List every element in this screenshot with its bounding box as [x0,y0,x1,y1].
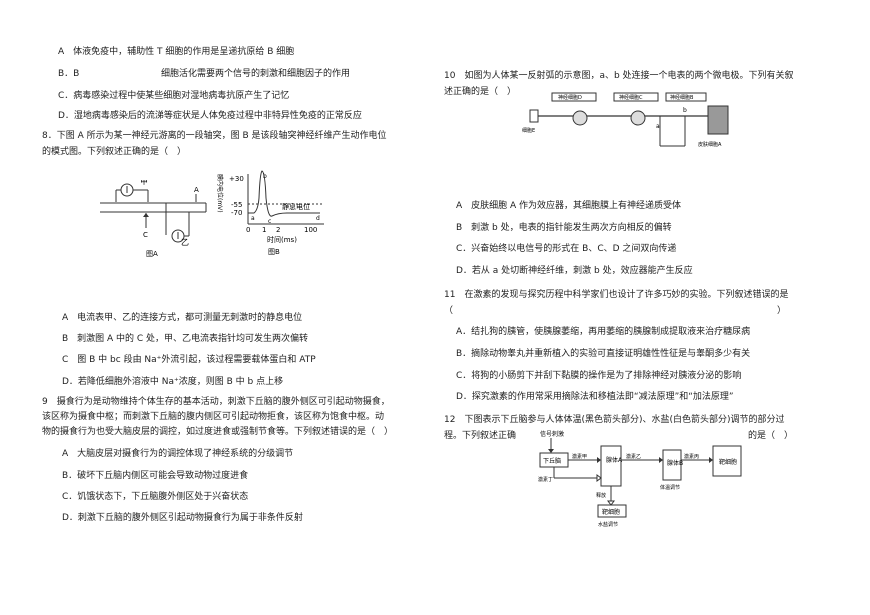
neuron-c: 神经细胞C [613,92,659,126]
skin-a-label: 皮肤细胞A [698,141,722,148]
electrode-a: a [656,123,660,130]
point-c: c [268,218,271,225]
q8-option-c: C 图 B 中 bc 段由 Na⁺外流引起，该过程需要载体蛋白和 ATP [62,355,316,365]
electrode-b: b [683,107,687,114]
q9-option-c: C．饥饿状态下，下丘脑腹外侧区处于兴奋状态 [62,492,249,502]
point-b: b [263,173,267,180]
rest-potential-label: 静息电位 [282,202,310,211]
label-jia: 甲 [140,180,148,186]
q8-option-d: D．若降低细胞外溶液中 Na⁺浓度，则图 B 中 b 点上移 [62,377,284,387]
q9-option-a: A 大脑皮层对摄食行为的调控体现了神经系统的分级调节 [62,449,294,459]
point-d: d [316,215,320,222]
label-yi: 乙 [181,238,189,247]
label-a: A [194,186,199,194]
hormone-bing: 激素丙 [684,453,699,460]
point-a: a [251,215,255,222]
q11-option-b: B．摘除动物睾丸并重新植入的实验可直接证明雄性性征是与睾酮多少有关 [456,349,751,359]
q10-option-b: B 刺激 b 处，电表的指针能发生两次方向相反的偏转 [456,223,672,233]
q10-stem-line2: 述正确的是（ ） [444,87,517,97]
q9-option-b: B．破坏下丘脑内侧区可能会导致动物过度进食 [62,471,249,481]
q10-option-d: D．若从 a 处切断神经纤维，刺激 b 处，效应器能产生反应 [456,266,693,276]
q10-stem-line1: 10 如图为人体某一反射弧的示意图，a、b 处连接一个电表的两个微电极。下列有关… [444,71,794,81]
q10-option-a: A 皮肤细胞 A 作为效应器，其细胞膜上有神经递质受体 [456,201,682,211]
q7-option-c: C．病毒感染过程中使某些细胞对湿地病毒抗原产生了记忆 [58,91,290,101]
release-label: 释放 [596,492,606,499]
hormone-ding: 激素丁 [538,476,553,483]
gland-b: 腺体B [667,459,683,467]
cell-e-label: 细胞E [522,127,535,134]
q8-option-a: A 电流表甲、乙的连接方式，都可测量无刺激时的静息电位 [62,313,303,323]
q9-stem-line2: 该区称为摄食中枢；而刺激下丘脑的腹内侧区可引起动物拒食，该区称为饱食中枢。动 [42,412,385,422]
x-axis-label: 时间(ms) [267,235,297,244]
q8-figure-b: 膜内电位(mV) +30 -55 -70 a b c d 静息电位 0 1 2 … [212,168,332,260]
signal-stimulus: 信号刺激 [540,430,564,438]
target-cell-2: 靶细胞 [602,508,620,516]
q7-option-a: A 体液免疫中，辅助性 T 细胞的作用是呈递抗原给 B 细胞 [58,47,295,57]
y-axis-label: 膜内电位(mV) [216,174,224,213]
q12-stem-line2a: 程。下列叙述正确 [444,431,517,441]
gland-a: 腺体A [606,456,623,464]
q11-option-a: A．结扎狗的胰管，使胰腺萎缩，再用萎缩的胰腺制成提取液来治疗糖尿病 [456,327,751,337]
temperature-regulation: 体温调节 [660,484,680,491]
target-cell-1: 靶细胞 [719,458,737,466]
xtick-100: 100 [304,226,317,234]
hormone-yi: 激素乙 [626,453,641,460]
hypothalamus-box: 下丘脑 [543,457,561,465]
q9-stem-line3: 物的摄食行为也受大脑皮层的调控，如过度进食或强制节食等。下列叙述错误的是（ ） [42,427,394,437]
q12-stem-line1: 12 下图表示下丘脑参与人体体温(黑色箭头部分)、水盐(白色箭头部分)调节的部分… [444,415,785,425]
ytick-70: -70 [231,209,242,217]
ytick-30: +30 [229,175,244,183]
q7-option-b-text: 细胞活化需要两个信号的刺激和细胞因子的作用 [161,69,351,79]
neuron-b: 神经细胞B [665,92,707,102]
svg-text:神经细胞B: 神经细胞B [670,94,694,101]
meter-yi: 乙 [165,203,190,247]
q8-option-b: B 刺激图 A 中的 C 处，甲、乙电流表指针均可发生两次偏转 [62,334,309,344]
figure-b-caption: 图B [268,248,280,256]
svg-text:神经细胞D: 神经细胞D [558,94,582,101]
label-c: C [143,231,148,239]
neuron-d: 神经细胞D [551,92,597,126]
q8-stem-line1: 8．下图 A 所示为某一神经元游离的一段轴突，图 B 是该段轴突神经纤维产生动作… [42,131,387,141]
q7-option-b-prefix: B．B [58,69,80,79]
xtick-2: 2 [276,226,280,234]
figure-a-caption: 图A [146,250,158,258]
q11-option-d: D．探究激素的作用常采用摘除法和移植法即“减法原理”和“加法原理” [456,392,734,402]
xtick-1: 1 [262,226,266,234]
q9-stem-line1: 9 摄食行为是动物维持个体生存的基本活动，刺激下丘脑的腹外侧区可引起动物摄食， [42,397,390,407]
q11-stem-line2: （ ） [444,306,787,316]
q12-stem-line2b: 的是（ ） [748,431,794,441]
q12-flow-diagram: 信号刺激 下丘脑 激素甲 腺体A 激素乙 腺体B 体温调节 激素丙 靶细胞 激素… [534,428,774,530]
svg-text:神经细胞C: 神经细胞C [619,94,643,101]
q7-option-d: D．湿地病毒感染后的流涕等症状是人体免疫过程中非特异性免疫的正常反应 [58,111,362,121]
q8-figure-a: 甲 乙 C A 图A [96,177,226,260]
hormone-jia: 激素甲 [572,453,587,460]
q9-option-d: D．刺激下丘脑的腹外侧区引起动物摄食行为属于非条件反射 [62,513,303,523]
water-salt-regulation: 水盐调节 [598,521,618,528]
q10-option-c: C．兴奋始终以电信号的形式在 B、C、D 之间双向传递 [456,244,677,254]
xtick-0: 0 [246,226,250,234]
q11-option-c: C．将狗的小肠剪下并刮下黏膜的操作是为了排除神经对胰液分泌的影响 [456,371,742,381]
ytick-55: -55 [231,201,242,209]
q8-stem-line2: 的模式图。下列叙述正确的是（ ） [42,147,187,157]
meter-jia: 甲 [115,177,149,202]
q10-reflex-arc-figure: 细胞E 皮肤细胞A 神经细胞D 神经细胞C 神经细胞B a b [520,88,740,154]
q11-stem-line1: 11 在激素的发现与探究历程中科学家们也设计了许多巧妙的实验。下列叙述错误的是 [444,290,789,300]
